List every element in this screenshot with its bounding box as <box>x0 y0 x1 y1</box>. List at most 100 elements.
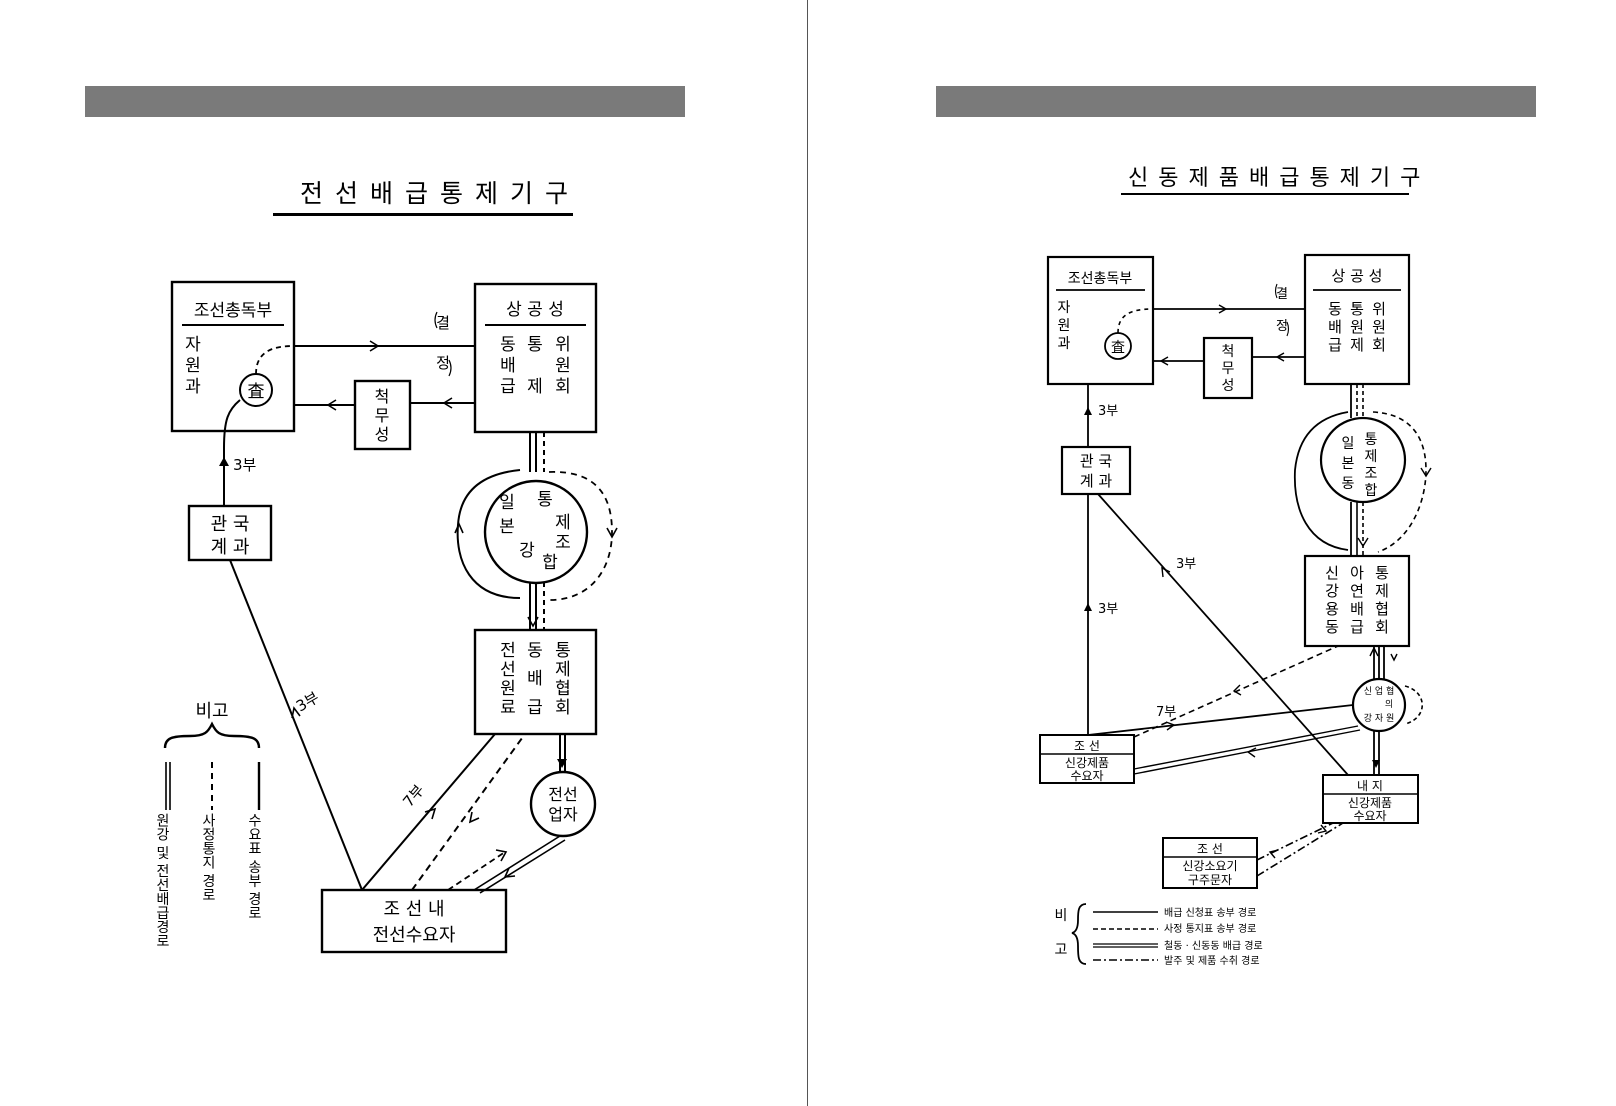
svg-text:위: 위 <box>555 335 571 355</box>
svg-text:척: 척 <box>1222 344 1235 360</box>
japan-copper-control-union: 일 본 동 통 제 조 합 <box>1319 416 1407 504</box>
legend-item-1: 배급 신청표 송부 경로 <box>1164 906 1256 919</box>
right-page: 신동제품배급통제기구 조선총독부 자 원 과 査 상 공 성 동 배 급 통 원… <box>808 0 1615 1106</box>
svg-text:무: 무 <box>1222 361 1235 377</box>
japan-control-union: 일 본 통 강 제 조 합 <box>483 479 589 585</box>
svg-text:성: 성 <box>375 425 390 444</box>
government-general-box: 조선총독부 자 원 과 査 <box>1046 255 1155 386</box>
svg-text:연: 연 <box>1350 582 1364 600</box>
brass-makers-council-circle: 신 업 협 의 강 자 원 <box>1351 677 1407 733</box>
svg-text:3부: 3부 <box>1098 602 1118 617</box>
colonial-ministry-box: 척 무 성 <box>1202 336 1254 400</box>
svg-text:자: 자 <box>185 335 201 355</box>
svg-text:7부: 7부 <box>1156 705 1176 720</box>
svg-text:상 공 성: 상 공 성 <box>1332 267 1383 285</box>
svg-text:계 과: 계 과 <box>211 537 250 558</box>
svg-text:통: 통 <box>527 335 543 355</box>
svg-text:비: 비 <box>1055 908 1068 924</box>
wire-maker-circle: 전선 업자 <box>529 770 597 838</box>
svg-text:전선수요자: 전선수요자 <box>373 925 456 946</box>
svg-text:관 국: 관 국 <box>1080 452 1113 470</box>
svg-text:신 업 협: 신 업 협 <box>1364 685 1395 697</box>
svg-text:구주문자: 구주문자 <box>1188 873 1232 887</box>
svg-text:신강소요기: 신강소요기 <box>1182 859 1237 873</box>
svg-text:査: 査 <box>1111 340 1125 356</box>
svg-text:원: 원 <box>1372 318 1386 336</box>
svg-text:제: 제 <box>555 513 571 533</box>
svg-text:용: 용 <box>1325 600 1339 618</box>
svg-text:자: 자 <box>1058 300 1071 316</box>
svg-text:제: 제 <box>1365 449 1378 465</box>
svg-text:과: 과 <box>185 377 201 397</box>
svg-text:원: 원 <box>500 679 516 699</box>
svg-text:아: 아 <box>1350 564 1364 582</box>
legend-title: 비고 <box>195 701 228 722</box>
svg-text:정: 정 <box>1276 319 1288 334</box>
header-bar <box>85 86 685 117</box>
legend-item-2: 사정 통지표 송부 경로 <box>1164 922 1256 935</box>
svg-text:급: 급 <box>500 377 516 397</box>
svg-text:통: 통 <box>1375 564 1389 582</box>
svg-text:일: 일 <box>1342 436 1355 452</box>
svg-text:위: 위 <box>1372 300 1386 318</box>
svg-text:고: 고 <box>1055 942 1068 958</box>
svg-text:통: 통 <box>1350 300 1364 318</box>
svg-text:조 선 내: 조 선 내 <box>383 899 444 920</box>
legend-item-1: 원강 및 전선배급경로 <box>154 813 170 948</box>
svg-text:원: 원 <box>1058 318 1071 334</box>
korea-brass-demanders-box: 조 선 신강제품 수요자 <box>1039 734 1135 784</box>
svg-text:본: 본 <box>499 517 515 537</box>
label-3bu-top: 3부 <box>233 456 257 474</box>
inspection-seal: 査 <box>248 382 265 402</box>
svg-text:3부: 3부 <box>1098 404 1118 419</box>
svg-text:동: 동 <box>1328 300 1342 318</box>
legend-item-3: 철동 · 신동동 배급 경로 <box>1164 939 1263 952</box>
svg-text:동: 동 <box>527 641 543 661</box>
page-divider <box>807 0 808 1106</box>
svg-text:통: 통 <box>1365 432 1378 448</box>
svg-text:통: 통 <box>537 490 553 510</box>
svg-text:강 자 원: 강 자 원 <box>1364 713 1395 724</box>
svg-text:배: 배 <box>1328 318 1342 336</box>
svg-text:결: 결 <box>1276 287 1288 302</box>
svg-text:동: 동 <box>1342 476 1355 492</box>
svg-text:조 선: 조 선 <box>1074 739 1100 753</box>
svg-text:제: 제 <box>527 377 543 397</box>
left-page: 전선배급통제기구 조선총독부 자 원 과 査 상 공 성 동 <box>0 0 807 1106</box>
svg-text:협: 협 <box>555 679 571 699</box>
svg-text:전선: 전선 <box>548 785 577 804</box>
related-bureau-box: 관 국 계 과 <box>187 504 273 562</box>
header-bar <box>936 86 1536 117</box>
svg-text:회: 회 <box>1372 336 1386 354</box>
svg-text:회: 회 <box>555 698 571 718</box>
svg-text:일: 일 <box>499 493 515 513</box>
svg-text:급: 급 <box>527 698 543 718</box>
svg-text:의: 의 <box>1385 699 1393 710</box>
svg-text:강: 강 <box>1325 582 1339 600</box>
svg-text:조 선: 조 선 <box>1197 842 1223 856</box>
diagram-title: 신동제품배급통제기구 <box>1128 166 1431 191</box>
decision-label-1: 결 <box>436 314 450 332</box>
svg-text:전: 전 <box>500 641 516 661</box>
legend-item-2: 사정통지 경로 <box>200 813 216 901</box>
svg-text:제: 제 <box>1350 336 1364 354</box>
svg-text:3부: 3부 <box>1176 557 1196 572</box>
svg-text:조: 조 <box>555 533 571 553</box>
svg-text:신강제품: 신강제품 <box>1348 796 1392 810</box>
copper-distribution-diagram: 조선총독부 자 원 과 査 상 공 성 동 배 급 통 원 제 위 원 회 결 … <box>1039 253 1432 967</box>
legend: 비 고 배급 신청표 송부 경로 사정 통지표 송부 경로 철동 · 신동동 배… <box>1055 903 1263 967</box>
title-underline <box>273 213 573 216</box>
ministry-commerce-box: 상 공 성 동 배 급 통 원 제 위 원 회 <box>1303 253 1411 386</box>
svg-text:회: 회 <box>555 377 571 397</box>
brass-zinc-distribution-association: 신 강 용 동 아 연 배 급 통 제 협 회 <box>1303 554 1411 648</box>
svg-text:합: 합 <box>1365 483 1378 499</box>
svg-text:계 과: 계 과 <box>1080 472 1113 490</box>
svg-text:통: 통 <box>555 641 571 661</box>
svg-text:신강제품: 신강제품 <box>1065 756 1109 770</box>
colonial-ministry-box: 척 무 성 <box>353 379 412 451</box>
legend-item-3: 수요표 송부 경로 <box>246 813 262 920</box>
svg-text:원: 원 <box>555 356 571 376</box>
svg-text:배: 배 <box>1350 600 1364 618</box>
wire-raw-material-association: 전 선 원 료 동 배 급 통 제 협 회 <box>473 628 598 736</box>
related-bureau-box: 관 국 계 과 <box>1060 445 1132 496</box>
